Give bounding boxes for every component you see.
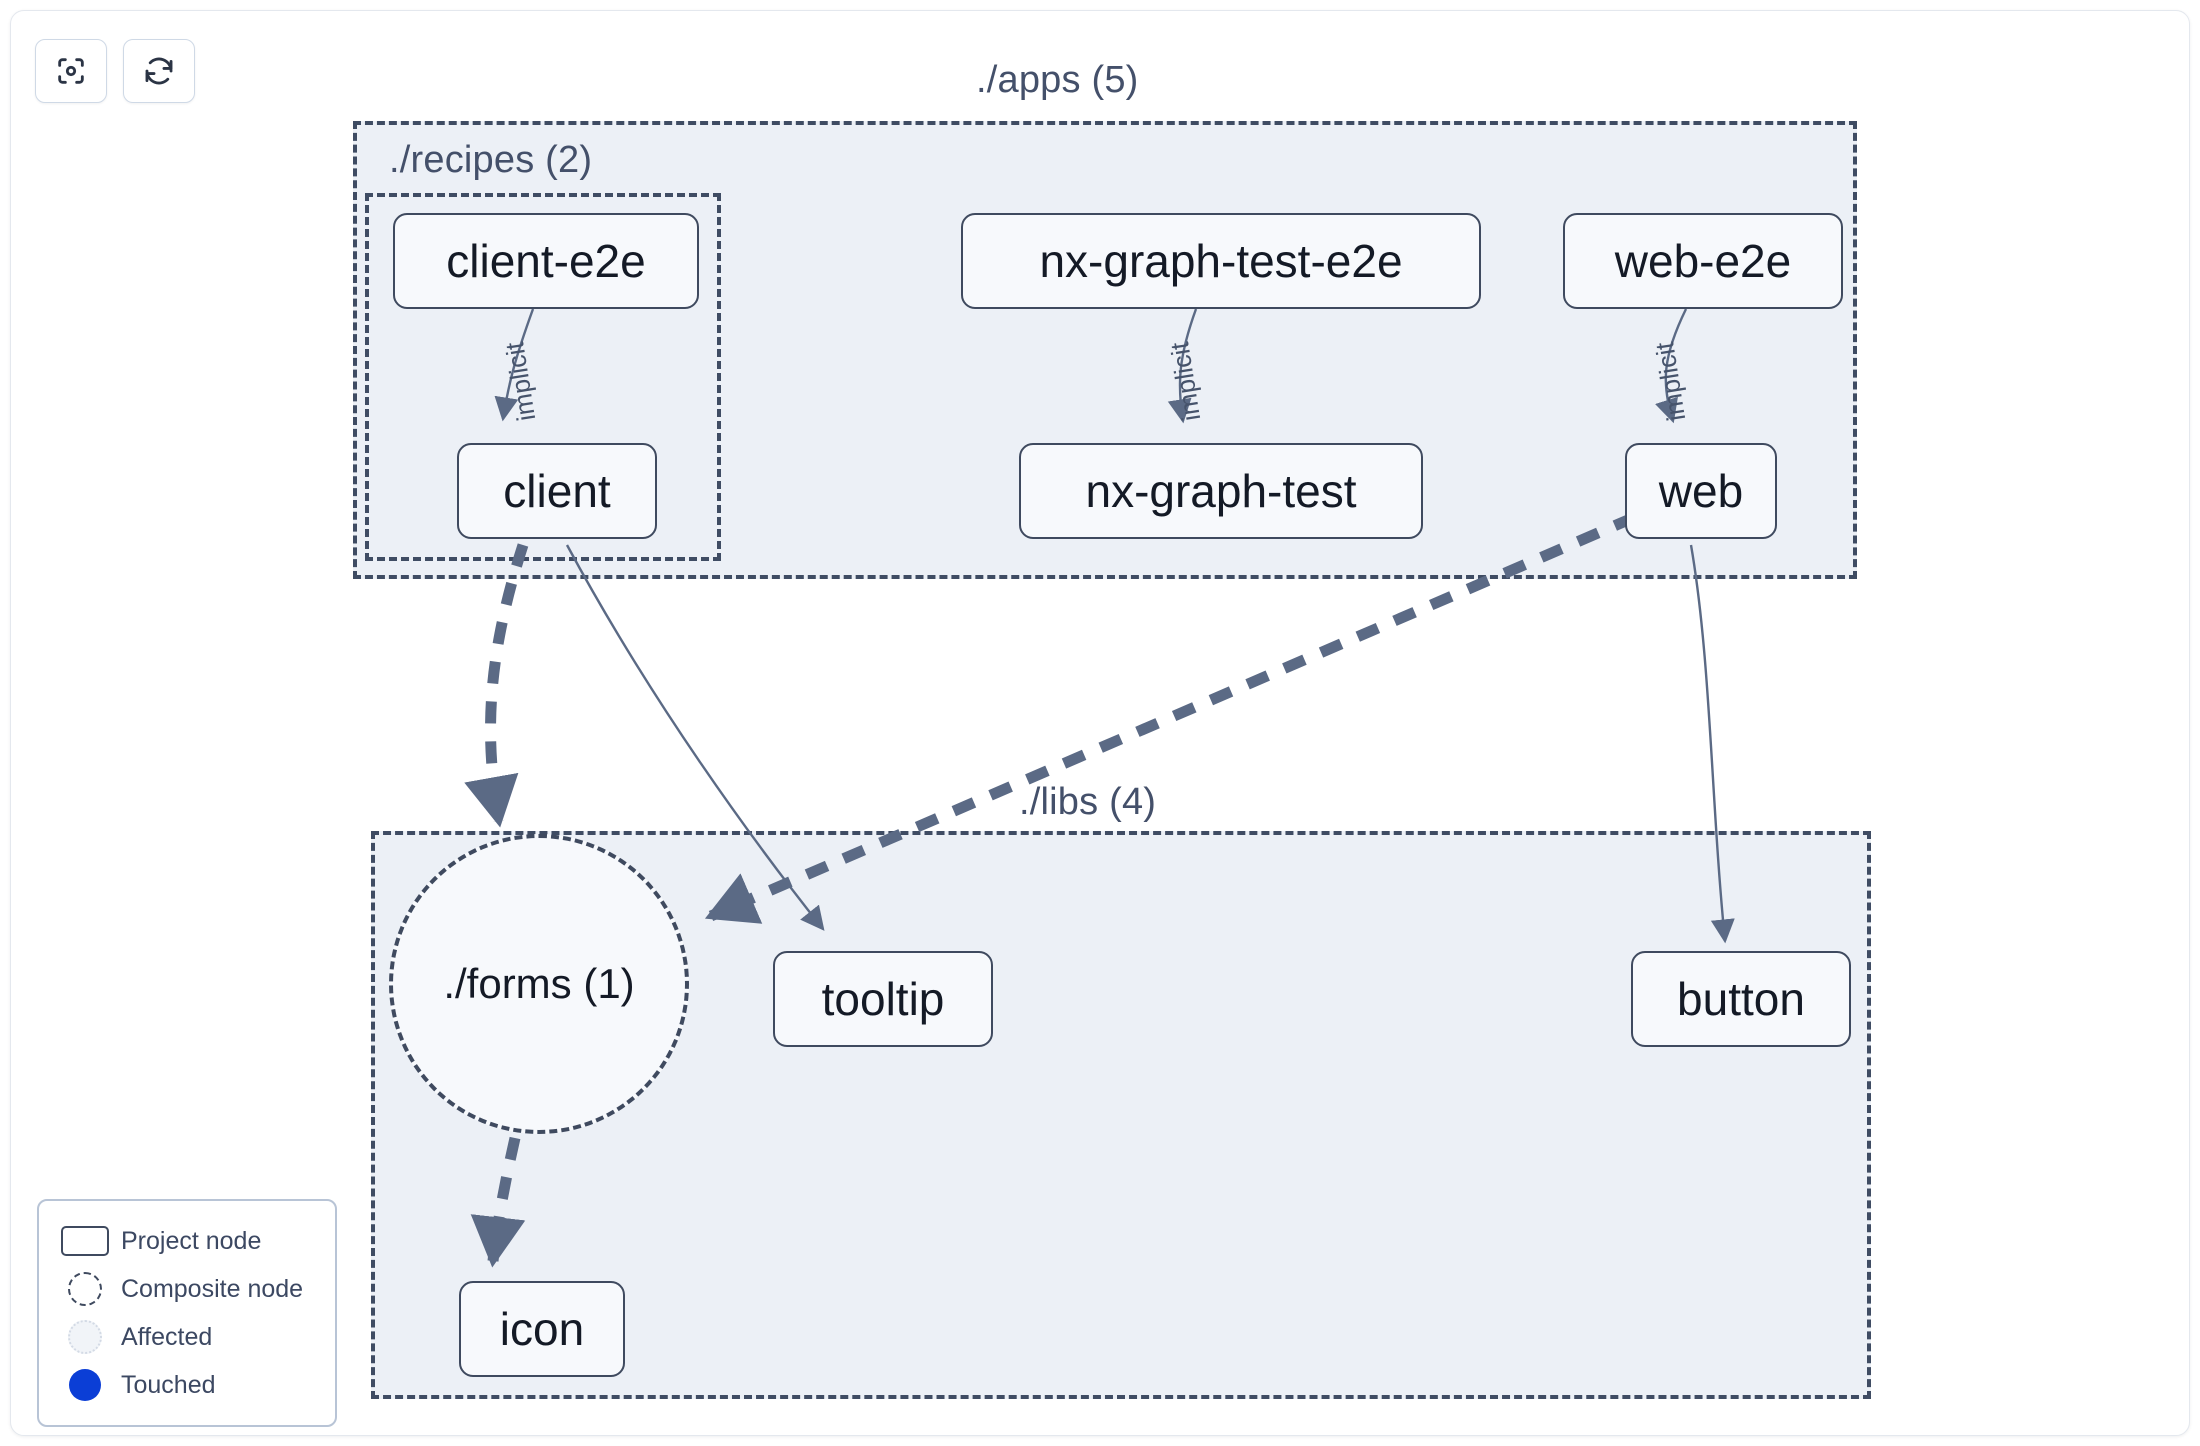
project-node-swatch	[57, 1226, 113, 1256]
node-icon[interactable]: icon	[459, 1281, 625, 1377]
graph-toolbar	[35, 39, 195, 103]
refresh-icon	[142, 54, 176, 88]
edge-nx-graph-test-e2e-to-nx-graph-test	[1167, 308, 1198, 424]
edge-web-to-button	[1689, 544, 1735, 944]
graph-legend: Project node Composite node Affected Tou…	[37, 1199, 337, 1427]
legend-item-affected: Affected	[57, 1313, 317, 1361]
node-client[interactable]: client	[457, 443, 657, 539]
legend-item-composite-node: Composite node	[57, 1265, 317, 1313]
edge-forms-to-icon	[470, 1136, 526, 1268]
edge-client-to-forms	[464, 543, 529, 828]
group-recipes[interactable]	[365, 193, 721, 561]
graph-edges-canvas	[464, 308, 1735, 1268]
edge-client-to-tooltip	[565, 544, 825, 931]
node-label: icon	[499, 1303, 585, 1355]
edge-web-to-forms	[704, 511, 1638, 924]
legend-item-project-node: Project node	[57, 1217, 317, 1265]
group-libs-label: ./libs (4)	[1019, 781, 1157, 823]
node-label: client	[503, 465, 611, 517]
edge-web-e2e-to-web	[1655, 308, 1688, 424]
legend-label: Composite node	[121, 1274, 304, 1303]
refresh-button[interactable]	[123, 39, 195, 103]
affected-swatch	[57, 1320, 113, 1354]
node-label: web	[1658, 465, 1744, 517]
edge-client-e2e-to-client	[494, 308, 535, 422]
legend-item-touched: Touched	[57, 1361, 317, 1409]
node-web-e2e[interactable]: web-e2e	[1563, 213, 1843, 309]
legend-label: Touched	[121, 1370, 216, 1399]
node-label: client-e2e	[446, 235, 646, 287]
graph-card: ./apps (5) ./recipes (2) ./libs (4)	[10, 10, 2190, 1436]
node-label: nx-graph-test-e2e	[1039, 235, 1403, 287]
node-label: ./forms (1)	[443, 960, 635, 1007]
legend-label: Project node	[121, 1226, 262, 1255]
node-label: nx-graph-test	[1085, 465, 1357, 517]
node-label: button	[1677, 973, 1805, 1025]
node-label: tooltip	[821, 973, 945, 1025]
focus-button[interactable]	[35, 39, 107, 103]
legend-label: Affected	[121, 1322, 213, 1351]
node-client-e2e[interactable]: client-e2e	[393, 213, 699, 309]
node-web[interactable]: web	[1625, 443, 1777, 539]
composite-node-swatch	[57, 1272, 113, 1306]
node-label: web-e2e	[1614, 235, 1792, 287]
node-nx-graph-test[interactable]: nx-graph-test	[1019, 443, 1423, 539]
group-recipes-label: ./recipes (2)	[389, 139, 593, 181]
node-forms[interactable]: ./forms (1)	[389, 834, 689, 1134]
node-nx-graph-test-e2e[interactable]: nx-graph-test-e2e	[961, 213, 1481, 309]
group-apps-label: ./apps (5)	[976, 59, 1139, 101]
focus-target-icon	[54, 54, 88, 88]
touched-swatch	[57, 1369, 113, 1401]
node-button[interactable]: button	[1631, 951, 1851, 1047]
node-tooltip[interactable]: tooltip	[773, 951, 993, 1047]
